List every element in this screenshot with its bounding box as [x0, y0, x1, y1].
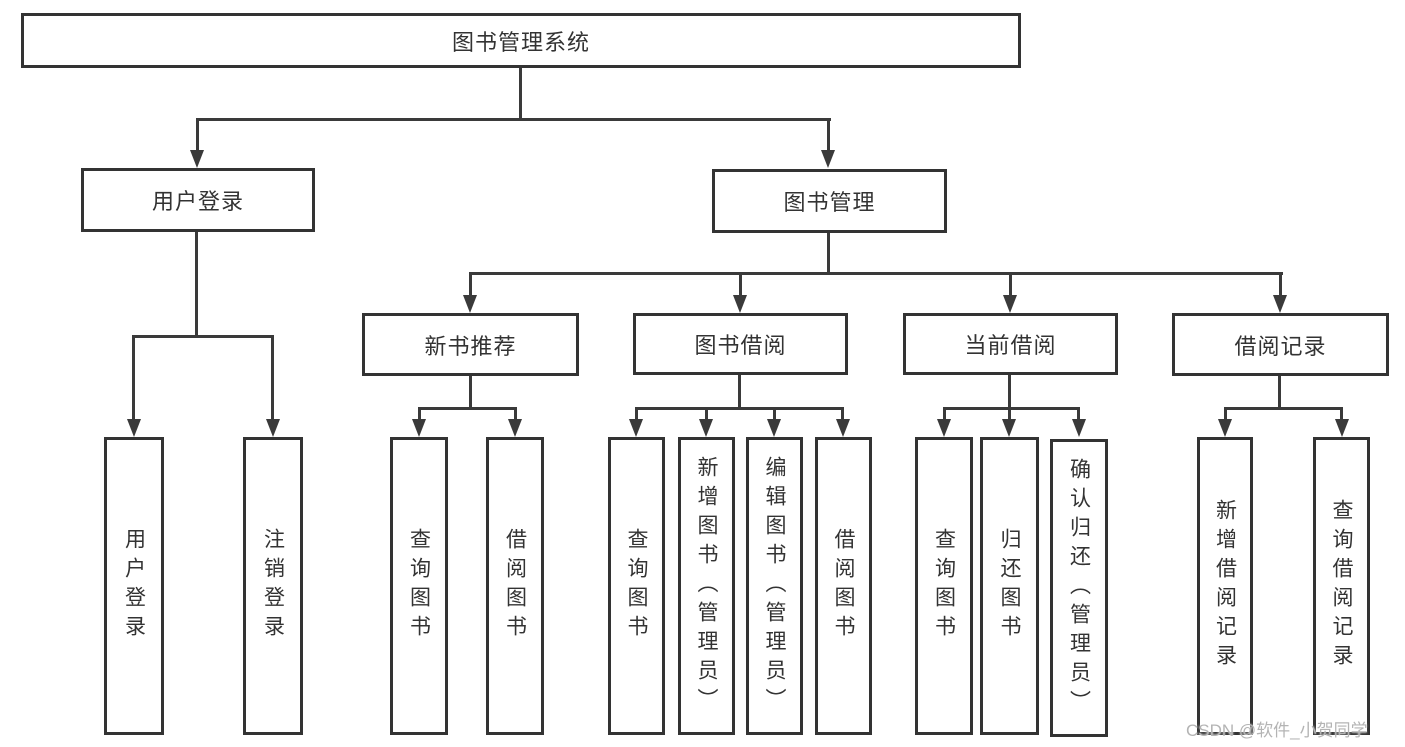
- node-label: 查询图书: [407, 528, 431, 644]
- connector-line: [514, 407, 517, 419]
- node-user-login: 用户登录: [81, 168, 315, 232]
- arrow-down-icon: [1273, 295, 1287, 313]
- node-label: 归还图书: [998, 528, 1021, 644]
- leaf-borrow-book-recommend: 借阅图书: [486, 437, 544, 735]
- node-label: 当前借阅: [964, 333, 1057, 358]
- node-label: 借阅图书: [503, 528, 527, 644]
- connector-line: [469, 376, 472, 407]
- arrow-down-icon: [699, 419, 713, 437]
- connector-line: [635, 407, 844, 410]
- leaf-query-book-recommend: 查询图书: [390, 437, 448, 735]
- arrow-down-icon: [463, 295, 477, 313]
- connector-line: [635, 407, 638, 419]
- node-label: 查询图书: [625, 528, 648, 644]
- node-label: 确认归还（管理员）: [1067, 457, 1091, 719]
- node-label: 用户登录: [151, 189, 244, 214]
- node-current-borrowing: 当前借阅: [903, 313, 1118, 375]
- connector-line: [1279, 272, 1282, 297]
- connector-line: [827, 118, 830, 152]
- node-label: 用户登录: [122, 528, 146, 644]
- connector-line: [1340, 407, 1343, 419]
- connector-line: [195, 232, 198, 335]
- connector-line: [418, 407, 517, 410]
- node-label: 查询借阅记录: [1330, 499, 1353, 673]
- node-label: 图书管理系统: [451, 29, 590, 55]
- node-label: 查询图书: [932, 528, 956, 644]
- connector-line: [827, 233, 830, 272]
- connector-line: [1008, 407, 1011, 419]
- arrow-down-icon: [412, 419, 426, 437]
- connector-line: [943, 407, 946, 419]
- leaf-add-book-admin: 新增图书（管理员）: [678, 437, 735, 735]
- connector-line: [469, 272, 1283, 275]
- node-label: 借阅记录: [1234, 333, 1327, 359]
- connector-line: [418, 407, 421, 419]
- leaf-return-book: 归还图书: [980, 437, 1039, 735]
- connector-line: [132, 335, 274, 338]
- node-label: 新增借阅记录: [1213, 499, 1237, 673]
- leaf-user-login: 用户登录: [104, 437, 164, 735]
- arrow-down-icon: [937, 419, 951, 437]
- connector-line: [705, 407, 708, 419]
- arrow-down-icon: [836, 419, 850, 437]
- leaf-add-borrow-record: 新增借阅记录: [1197, 437, 1253, 735]
- connector-line: [1224, 407, 1227, 419]
- leaf-logout: 注销登录: [243, 437, 303, 735]
- node-label: 图书管理: [783, 190, 876, 215]
- node-new-book-recommend: 新书推荐: [362, 313, 579, 376]
- connector-line: [271, 335, 274, 419]
- node-library-management-system: 图书管理系统: [21, 13, 1021, 68]
- connector-line: [196, 118, 199, 152]
- arrow-down-icon: [508, 419, 522, 437]
- connector-line: [773, 407, 776, 419]
- connector-line: [738, 375, 741, 407]
- connector-line: [1008, 375, 1011, 407]
- node-label: 图书借阅: [694, 333, 787, 358]
- connector-line: [469, 272, 472, 297]
- arrow-down-icon: [190, 150, 204, 168]
- node-book-borrowing: 图书借阅: [633, 313, 848, 375]
- leaf-query-borrow-record: 查询借阅记录: [1313, 437, 1370, 735]
- node-label: 编辑图书（管理员）: [763, 455, 786, 717]
- leaf-borrow-book-borrowing: 借阅图书: [815, 437, 872, 735]
- leaf-edit-book-admin: 编辑图书（管理员）: [746, 437, 803, 735]
- connector-line: [1077, 407, 1080, 419]
- arrow-down-icon: [1335, 419, 1349, 437]
- arrow-down-icon: [821, 150, 835, 168]
- arrow-down-icon: [127, 419, 141, 437]
- connector-line: [1009, 272, 1012, 297]
- arrow-down-icon: [1002, 419, 1016, 437]
- node-label: 借阅图书: [832, 528, 855, 644]
- arrow-down-icon: [1003, 295, 1017, 313]
- leaf-query-book-current: 查询图书: [915, 437, 973, 735]
- node-borrowing-records: 借阅记录: [1172, 313, 1389, 376]
- connector-line: [739, 272, 742, 297]
- leaf-query-book-borrowing: 查询图书: [608, 437, 665, 735]
- arrow-down-icon: [767, 419, 781, 437]
- connector-line: [196, 118, 831, 121]
- connector-line: [841, 407, 844, 419]
- arrow-down-icon: [1218, 419, 1232, 437]
- node-label: 新书推荐: [424, 333, 517, 359]
- csdn-watermark: CSDN @软件_小贺同学: [1186, 721, 1368, 740]
- node-label: 注销登录: [261, 528, 285, 644]
- arrow-down-icon: [1072, 419, 1086, 437]
- connector-line: [132, 335, 135, 419]
- connector-line: [519, 68, 522, 120]
- connector-line: [1278, 376, 1281, 407]
- connector-line: [943, 407, 1080, 410]
- connector-line: [1224, 407, 1343, 410]
- arrow-down-icon: [629, 419, 643, 437]
- leaf-confirm-return-admin: 确认归还（管理员）: [1050, 439, 1108, 737]
- arrow-down-icon: [266, 419, 280, 437]
- node-book-management: 图书管理: [712, 169, 947, 233]
- arrow-down-icon: [733, 295, 747, 313]
- node-label: 新增图书（管理员）: [695, 455, 718, 717]
